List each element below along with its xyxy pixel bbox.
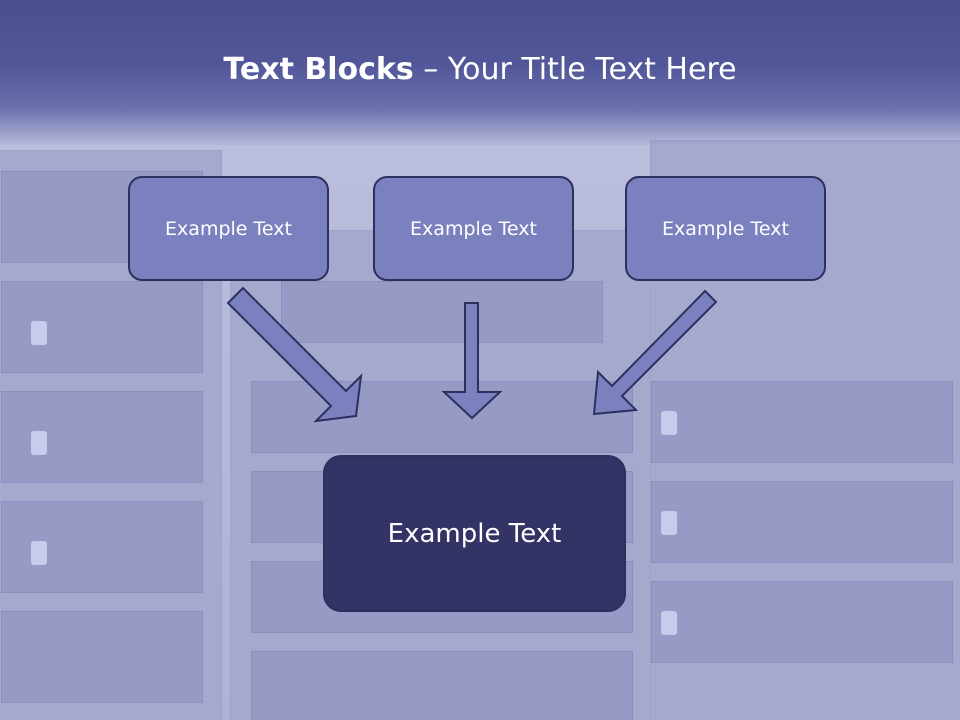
text-box-main-label: Example Text xyxy=(387,518,562,549)
text-box-center: Example Text xyxy=(373,176,574,281)
arrow-right xyxy=(592,289,718,416)
text-box-center-label: Example Text xyxy=(410,217,537,240)
title-dash: – xyxy=(413,52,448,87)
text-box-main: Example Text xyxy=(323,455,626,612)
arrow-left xyxy=(226,286,363,423)
text-box-right-label: Example Text xyxy=(662,217,789,240)
slide-title: Text Blocks – Your Title Text Here xyxy=(0,52,960,87)
text-box-left-label: Example Text xyxy=(165,217,292,240)
text-box-right: Example Text xyxy=(625,176,826,281)
title-rest: Your Title Text Here xyxy=(447,52,737,87)
title-bold: Text Blocks xyxy=(223,52,414,87)
text-box-left: Example Text xyxy=(128,176,329,281)
title-bar xyxy=(0,0,960,145)
arrow-center xyxy=(441,302,503,420)
